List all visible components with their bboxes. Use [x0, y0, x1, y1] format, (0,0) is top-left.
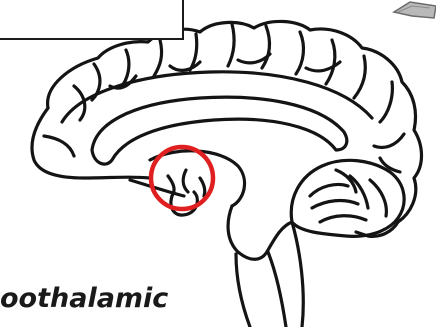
- page-corner-icon: [394, 2, 436, 18]
- brainstem: [228, 206, 292, 259]
- cerebellum: [291, 160, 404, 236]
- caption-label: oothalamic: [0, 283, 168, 314]
- title-box: argets: [0, 0, 184, 40]
